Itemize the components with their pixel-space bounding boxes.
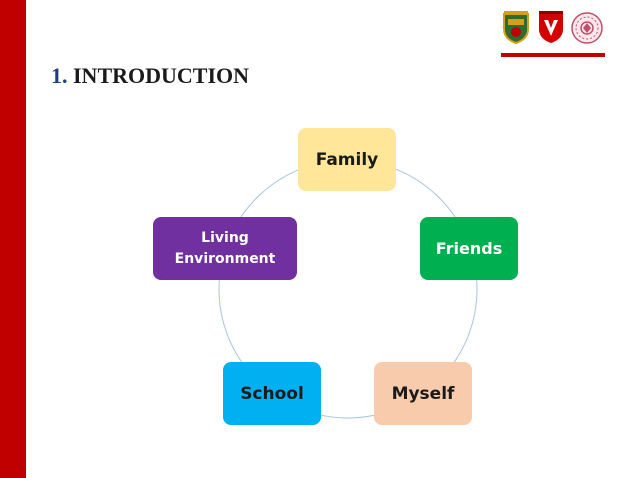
node-living-environment: Living Environment: [153, 217, 297, 280]
title-number: 1.: [51, 63, 68, 88]
slide-title: 1. INTRODUCTION: [51, 62, 249, 90]
circular-seal-icon: [571, 12, 603, 44]
node-friends: Friends: [420, 217, 518, 280]
header-logos: [501, 11, 605, 57]
node-friends-label: Friends: [435, 239, 503, 258]
node-myself-label: Myself: [391, 383, 455, 404]
red-shield-v-icon: [539, 11, 563, 43]
node-school: School: [223, 362, 321, 425]
node-school-label: School: [240, 383, 304, 404]
title-text: INTRODUCTION: [73, 63, 250, 88]
left-accent-bar: [0, 0, 26, 478]
node-living-environment-label: Living Environment: [174, 229, 276, 267]
node-family-label: Family: [315, 149, 379, 170]
node-myself: Myself: [374, 362, 472, 425]
node-family: Family: [298, 128, 396, 191]
university-crest-icon: [503, 11, 529, 45]
logo-underline: [501, 53, 605, 57]
